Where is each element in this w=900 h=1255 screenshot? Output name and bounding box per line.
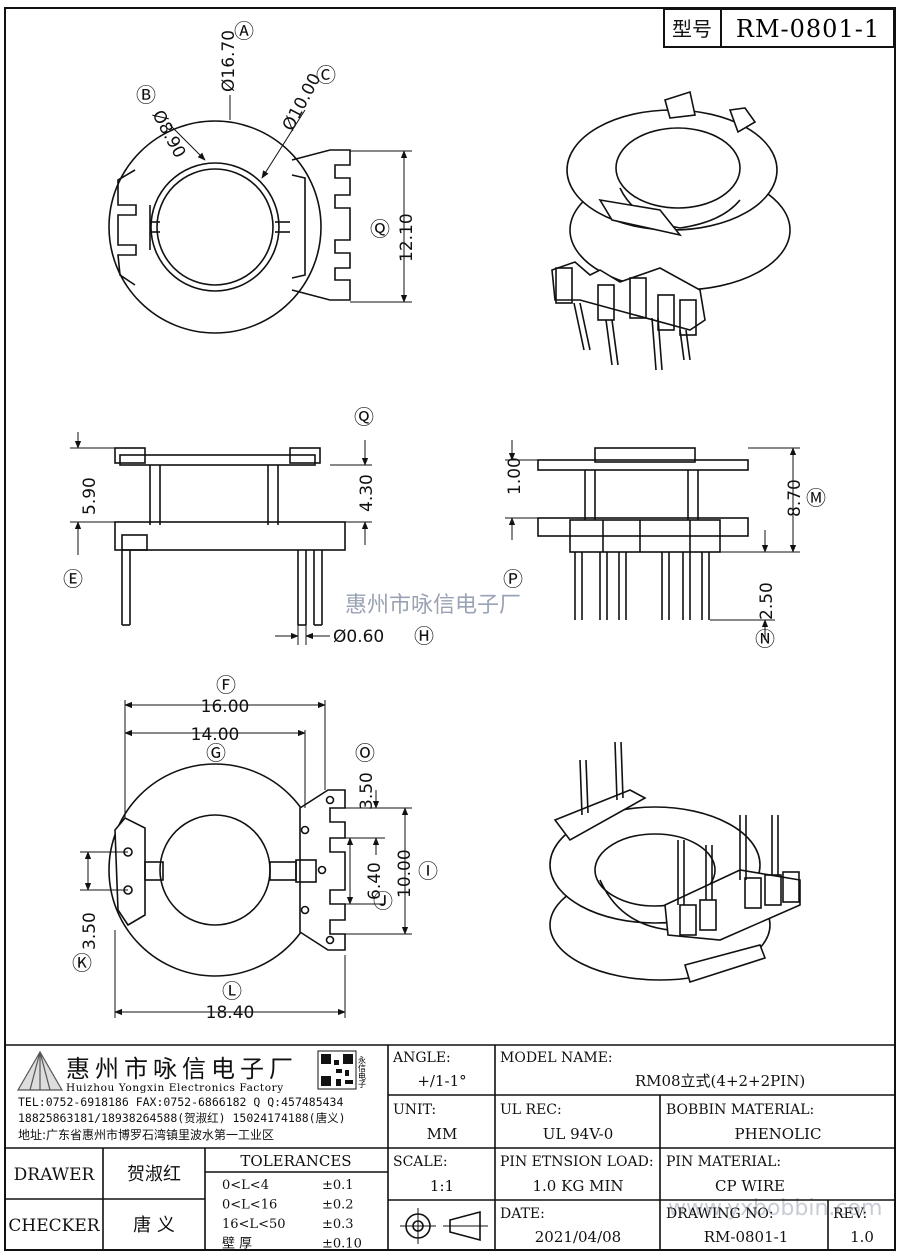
tolerance-range: 0<L<16: [222, 1198, 277, 1213]
watermark-cn: 惠州市咏信电子厂: [345, 593, 521, 618]
marker-l: Ⓛ: [222, 979, 242, 1003]
marker-j: Ⓙ: [373, 889, 393, 913]
marker-o: Ⓞ: [355, 741, 375, 765]
dim-outer-dia: Ø16.70: [219, 30, 239, 92]
tolerance-range: 壁 厚: [222, 1237, 252, 1252]
dim-width-1400: 14.00: [191, 725, 240, 745]
bottom-view: [80, 700, 412, 1018]
pin-material-value: CP WIRE: [715, 1177, 785, 1195]
company-name-cn: 惠州市咏信电子厂: [66, 1055, 298, 1083]
rev-label: REV:: [833, 1206, 867, 1222]
iso-view-top: [551, 90, 791, 371]
dim-flange-100: 1.00: [505, 457, 525, 495]
tolerance-range: 0<L<4: [222, 1178, 269, 1193]
marker-c: Ⓒ: [316, 63, 336, 87]
qr-side-label: 永信电子: [358, 1055, 367, 1088]
dim-j-640: 6.40: [365, 862, 385, 900]
model-code: RM-0801-1: [736, 15, 880, 43]
ul-label: UL REC:: [500, 1102, 562, 1118]
dim-height-1210: 12.10: [397, 213, 417, 262]
tolerance-value: ±0.3: [322, 1217, 354, 1232]
marker-b: Ⓑ: [136, 83, 156, 107]
pin-material-label: PIN MATERIAL:: [666, 1154, 781, 1170]
unit-label: UNIT:: [393, 1102, 436, 1118]
title-block: [5, 1044, 895, 1250]
address-line: 地址:广东省惠州市博罗石湾镇里波水第一工业区: [18, 1127, 274, 1142]
marker-n: Ⓝ: [755, 627, 775, 651]
bobbin-value: PHENOLIC: [735, 1125, 822, 1143]
contact-line-1: TEL:0752-6918186 FAX:0752-6866182 Q Q:45…: [18, 1095, 343, 1109]
checker-name: 唐 义: [133, 1215, 175, 1236]
dim-total-590: 5.90: [80, 477, 100, 515]
drawer-name: 贺淑红: [127, 1164, 181, 1185]
dim-k-350: 3.50: [80, 912, 100, 950]
company-name-en: Huizhou Yongxin Electronics Factory: [66, 1082, 284, 1094]
model-label: 型号: [672, 17, 712, 41]
tolerance-value: ±0.1: [322, 1178, 354, 1193]
marker-h: Ⓗ: [414, 624, 434, 648]
drawing-no-label: DRAWING NO:: [666, 1206, 774, 1222]
ul-value: UL 94V-0: [543, 1125, 614, 1143]
scale-value: 1:1: [430, 1177, 454, 1195]
marker-e: Ⓔ: [63, 567, 83, 591]
side-view: [505, 440, 800, 640]
marker-q-front: Ⓠ: [354, 405, 374, 429]
tolerance-range: 16<L<50: [222, 1217, 286, 1232]
marker-f: Ⓕ: [216, 673, 236, 697]
dim-width-1600: 16.00: [201, 697, 250, 717]
marker-q-top: Ⓠ: [370, 217, 390, 241]
marker-a: Ⓐ: [234, 19, 254, 43]
company-logo: [16, 1050, 64, 1091]
drawer-label: DRAWER: [14, 1165, 96, 1185]
checker-label: CHECKER: [8, 1216, 100, 1236]
dim-section-430: 4.30: [357, 474, 377, 512]
tolerances-title: TOLERANCES: [240, 1152, 351, 1170]
angle-label: ANGLE:: [392, 1050, 451, 1066]
date-value: 2021/04/08: [535, 1228, 621, 1246]
tolerance-value: ±0.2: [322, 1198, 354, 1213]
marker-p: Ⓟ: [503, 567, 523, 591]
dim-o-350: 3.50: [357, 772, 377, 810]
scale-label: SCALE:: [393, 1154, 448, 1170]
rev-value: 1.0: [850, 1228, 874, 1246]
top-view: [108, 95, 412, 334]
drawing-no-value: RM-0801-1: [704, 1228, 789, 1246]
dim-pin-dia: Ø0.60: [333, 627, 384, 647]
qr-code: [317, 1050, 357, 1090]
model-name-value: RM08立式(4+2+2PIN): [635, 1072, 805, 1090]
dim-total-870: 8.70: [785, 479, 805, 517]
contact-line-2: 18825863181/18938264588(贺淑红) 15024174188…: [18, 1111, 346, 1125]
tolerance-table: 0<L<4 ±0.1 0<L<16 ±0.2 16<L<50 ±0.3 壁 厚 ±0.10: [222, 1178, 362, 1252]
angle-value: +/1-1°: [417, 1072, 466, 1090]
marker-i: Ⓘ: [418, 859, 438, 883]
sheet-border: [4, 7, 896, 1251]
date-label: DATE:: [500, 1206, 545, 1222]
pin-load-value: 1.0 KG MIN: [533, 1177, 624, 1195]
dim-i-1000: 10.00: [395, 849, 415, 898]
pin-load-label: PIN ETNSION LOAD:: [500, 1154, 654, 1170]
tolerance-value: ±0.10: [322, 1237, 362, 1252]
bobbin-label: BOBBIN MATERIAL:: [666, 1102, 814, 1118]
model-name-label: MODEL NAME:: [500, 1050, 613, 1066]
marker-m: Ⓜ: [806, 486, 826, 510]
iso-view-bottom: [549, 741, 801, 984]
model-header: 型号 RM-0801-1: [663, 8, 895, 48]
unit-value: MM: [427, 1125, 458, 1143]
dim-overall-1840: 18.40: [206, 1003, 255, 1023]
dim-pin-250: 2.50: [757, 582, 777, 620]
marker-g: Ⓖ: [206, 741, 226, 765]
front-view: [70, 432, 372, 645]
marker-k: Ⓚ: [72, 951, 92, 975]
dim-bore: Ø8.90: [148, 107, 190, 162]
